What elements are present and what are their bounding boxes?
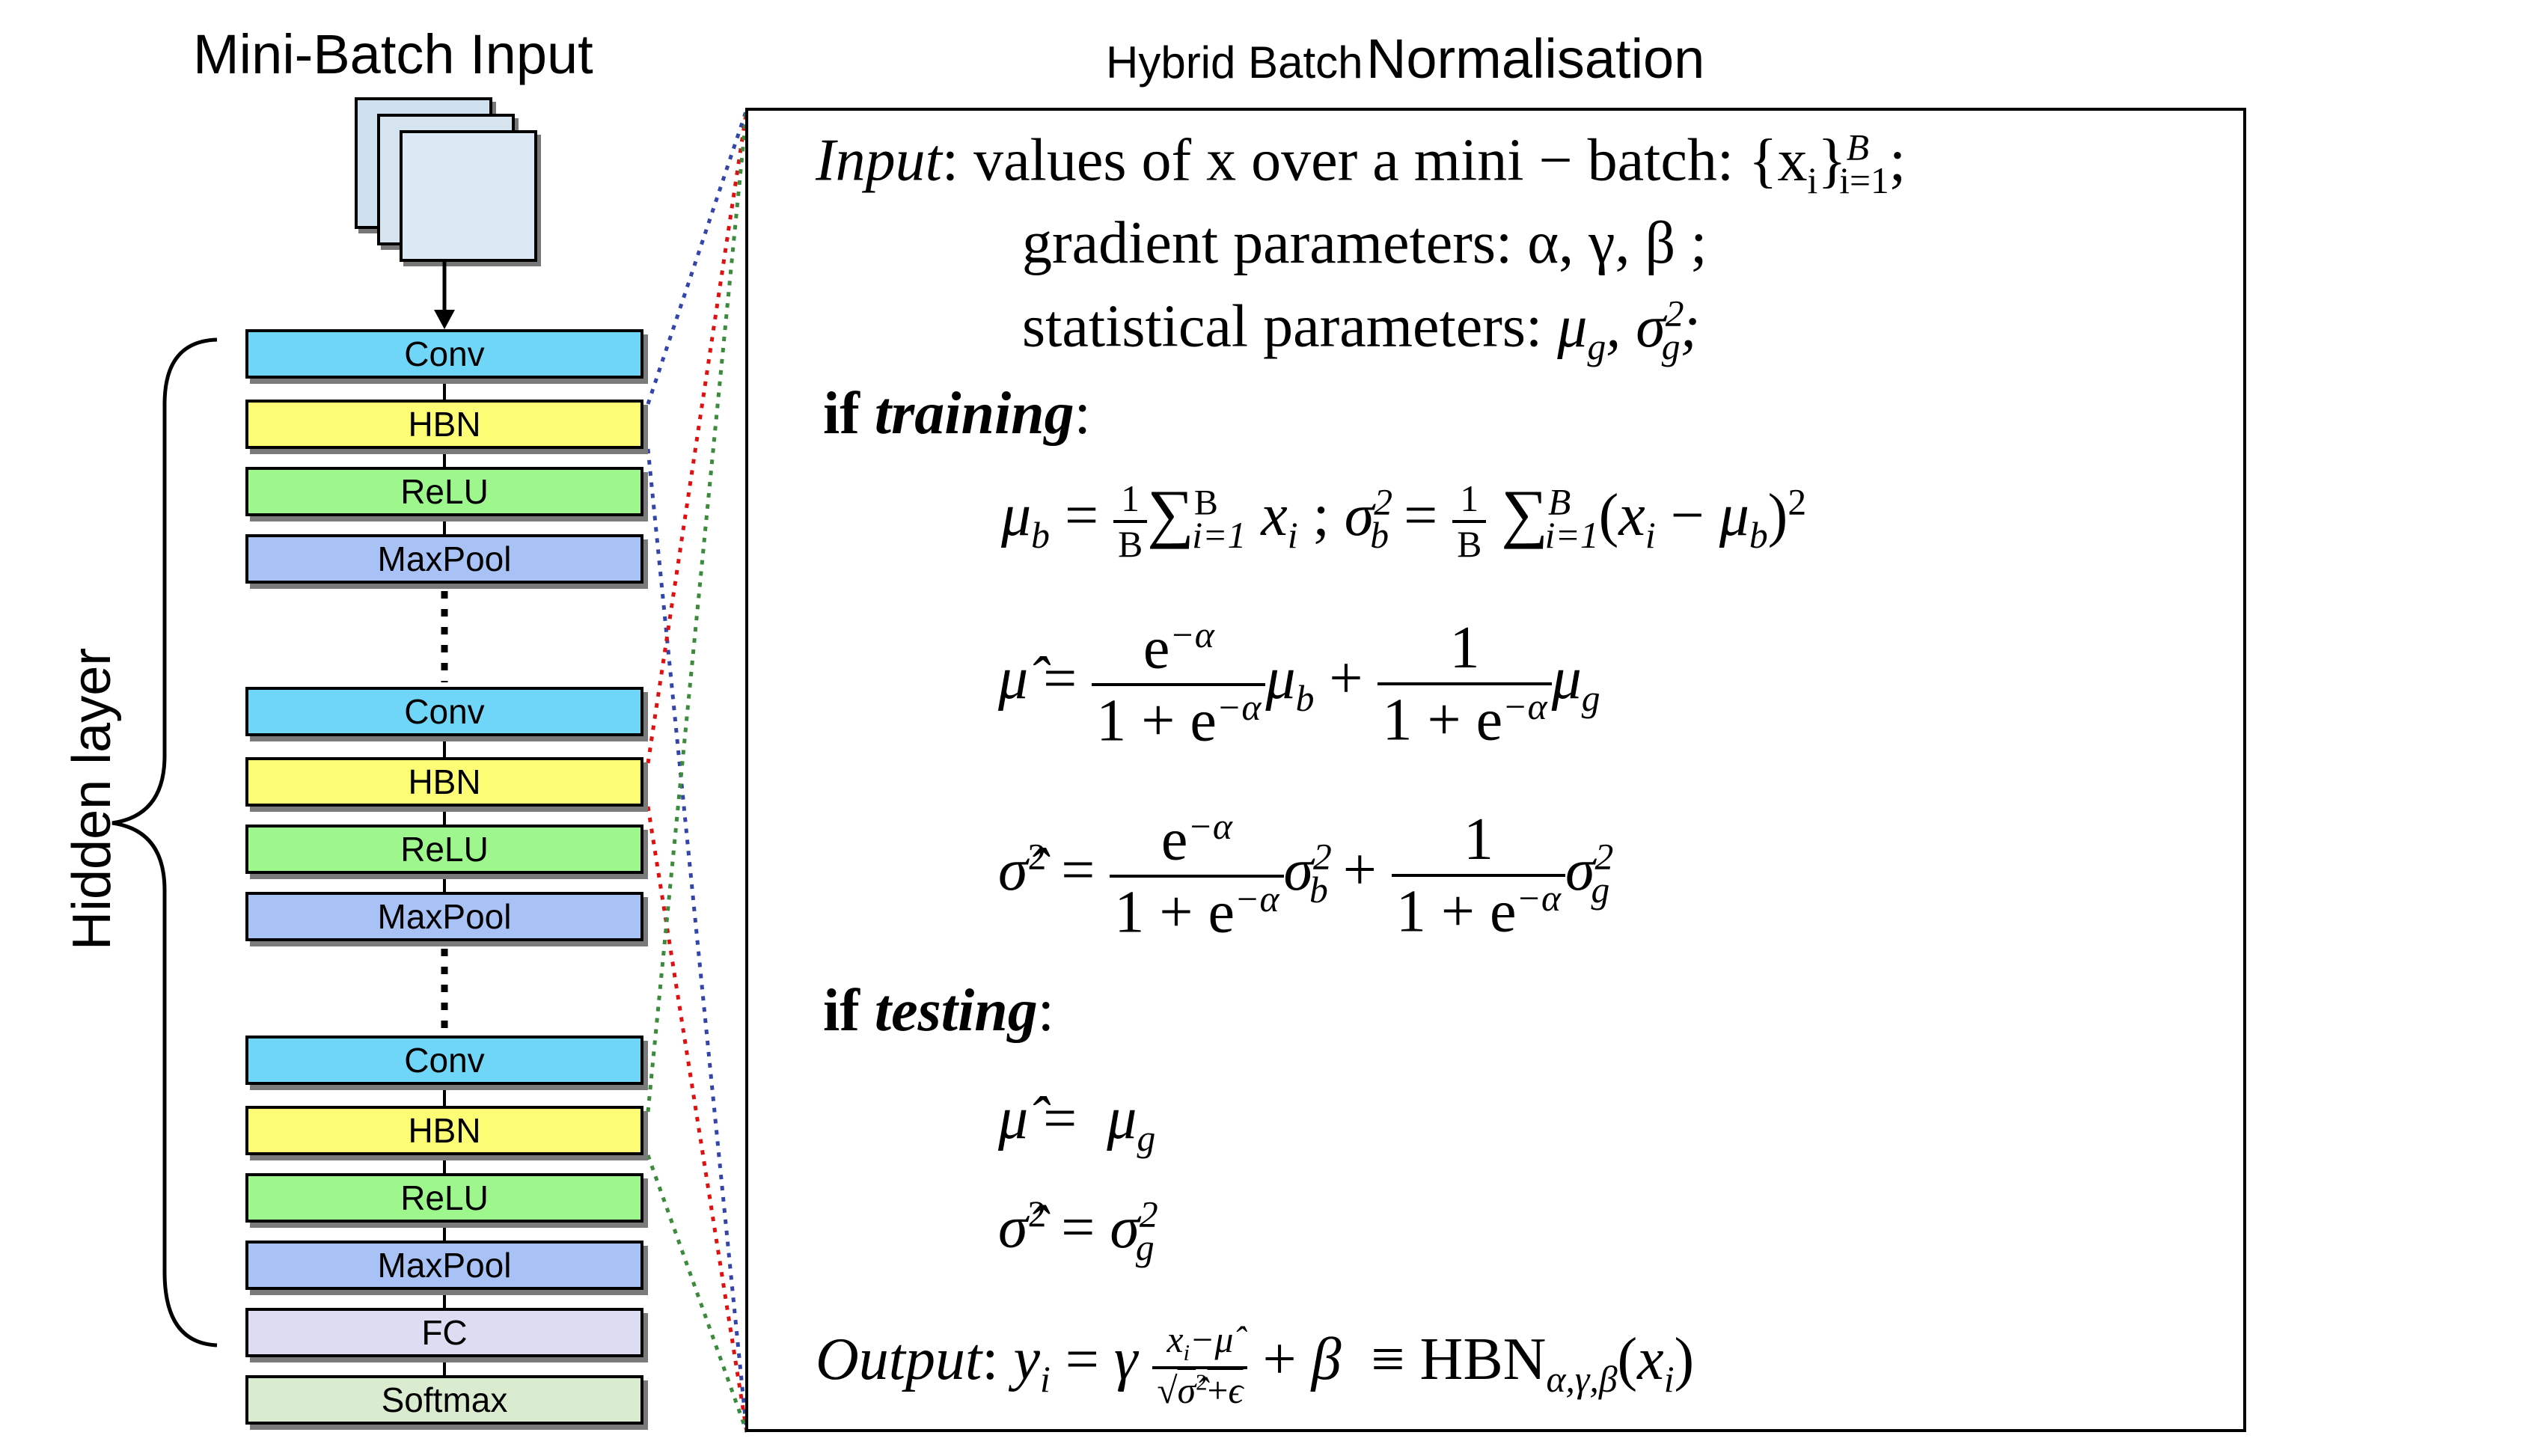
training-keyword: training: [874, 381, 1074, 447]
input-label: Input: [816, 127, 942, 194]
if-training-heading: if training:: [823, 381, 1091, 447]
link-hbn1-bottom: [646, 448, 749, 1433]
test-sigma-formula: σ̂2 = σ2g: [998, 1193, 1158, 1268]
layer-conv-3: Conv: [245, 1036, 643, 1085]
link-hbn2-top: [646, 108, 749, 764]
input-arrow-head: [434, 310, 455, 329]
layer-hbn-2: HBN: [245, 757, 643, 807]
input-line-3: statistical parameters: μg, σ2g;: [1022, 292, 1700, 368]
layer-maxpool-1: MaxPool: [245, 534, 643, 584]
hidden-layer-brace: [111, 337, 218, 1348]
layer-maxpool-3: MaxPool: [245, 1241, 643, 1290]
link-hbn2-bottom: [646, 806, 749, 1433]
panel-title-part1: Hybrid Batch: [1106, 37, 1363, 88]
if-testing-heading: if testing:: [823, 978, 1054, 1044]
layer-relu-3: ReLU: [245, 1173, 643, 1223]
layer-conv-1: Conv: [245, 329, 643, 379]
layer-conv-2: Conv: [245, 687, 643, 736]
layer-relu-1: ReLU: [245, 467, 643, 516]
output-function-name: HBN: [1419, 1326, 1547, 1392]
statistical-params-formula: μg, σ2g;: [1557, 293, 1701, 367]
layer-relu-2: ReLU: [245, 825, 643, 874]
algorithm-panel-border: [745, 108, 2246, 1432]
panel-title: Hybrid Batch Normalisation: [1106, 27, 1704, 91]
output-formula: Output: yi = γ xi−μ̂√σ̂2+ϵ + β ≡ HBNα,γ,…: [816, 1319, 1695, 1411]
image-card: [400, 130, 537, 262]
input-set-formula: {xi}Bi=1;: [1749, 126, 1906, 201]
layer-softmax: Softmax: [245, 1375, 643, 1425]
layer-fc: FC: [245, 1308, 643, 1357]
layer-maxpool-2: MaxPool: [245, 892, 643, 941]
panel-title-part2: Normalisation: [1366, 28, 1705, 90]
input-values-text: values of x over a mini − batch:: [973, 127, 1734, 194]
input-line-1: Input: values of x over a mini − batch: …: [816, 126, 1906, 201]
link-hbn1-top: [646, 108, 749, 405]
if-keyword: if: [823, 381, 860, 447]
output-label: Output: [816, 1326, 982, 1392]
statistical-params-text: statistical parameters:: [1022, 293, 1543, 360]
layer-hbn-1: HBN: [245, 400, 643, 449]
link-hbn3-bottom: [646, 1154, 749, 1433]
link-hbn3-top: [646, 108, 749, 1113]
layer-hbn-3: HBN: [245, 1106, 643, 1155]
testing-keyword: testing: [874, 978, 1038, 1044]
input-title: Mini-Batch Input: [193, 23, 593, 85]
if-keyword: if: [823, 978, 860, 1044]
test-mu-formula: μ̂ = μg: [998, 1086, 1156, 1159]
input-line-2: gradient parameters: α, γ, β ;: [1022, 210, 1707, 276]
hidden-layer-label: Hidden layer: [62, 647, 122, 950]
